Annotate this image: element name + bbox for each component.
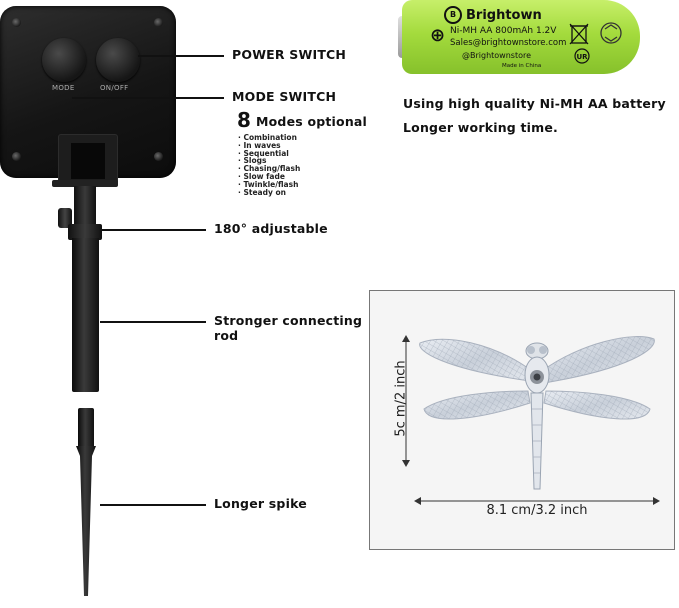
bracket-arm	[74, 186, 96, 228]
mode-switch-label: MODE SWITCH	[232, 89, 337, 104]
height-label: 5c m/2 inch	[393, 360, 409, 437]
mode-button[interactable]	[42, 38, 86, 82]
dragonfly-dimension-box: 5c m/2 inch	[369, 290, 675, 550]
height-dimension-arrow	[402, 335, 410, 467]
list-item: · Chasing/flash	[238, 164, 301, 174]
battery-email: Sales@brightownstore.com	[450, 38, 567, 48]
recycle-icon	[600, 22, 622, 44]
battery: B Brightown ⊕ Ni-MH AA 800mAh 1.2V Sales…	[402, 0, 640, 74]
recycle-bin-icon	[569, 23, 589, 45]
list-item: · Combination	[238, 133, 297, 142]
battery-caption: Using high quality Ni-MH AA battery Long…	[403, 96, 666, 135]
rod-label: Stronger connecting rod	[214, 313, 363, 343]
modes-list: · Combination · In waves · Sequential · …	[238, 134, 300, 196]
mount-bracket	[52, 180, 118, 187]
width-dimension-arrow	[414, 497, 660, 505]
solar-panel-box: MODE ON/OFF	[0, 6, 176, 186]
connecting-rod	[72, 238, 99, 392]
power-button[interactable]	[96, 38, 140, 82]
screw-icon	[12, 152, 21, 161]
spike	[76, 446, 96, 596]
list-item: · Slogs	[238, 156, 267, 166]
certification-mark-icon: UR	[574, 48, 590, 64]
list-item: · Twinkle/flash	[238, 179, 299, 189]
battery-made-in: Made in China	[502, 63, 542, 69]
brand-logo-icon: B	[444, 6, 462, 24]
screw-icon	[154, 152, 163, 161]
list-item: · Sequential	[238, 148, 289, 158]
list-item: · Steady on	[238, 187, 286, 197]
list-item: · Slow fade	[238, 171, 285, 181]
battery-handle: @Brightownstore	[462, 51, 532, 60]
adjustable-label: 180° adjustable	[214, 221, 328, 236]
spike-label: Longer spike	[214, 496, 307, 511]
mode-button-label: MODE	[52, 84, 75, 92]
modes-count: 8	[237, 108, 251, 132]
screw-icon	[154, 18, 163, 27]
list-item: · In waves	[238, 140, 281, 150]
battery-spec: Ni-MH AA 800mAh 1.2V	[450, 26, 557, 36]
spike-top	[78, 408, 94, 448]
battery-brand: Brightown	[466, 7, 542, 23]
dragonfly-icon	[419, 336, 655, 490]
adjust-knob-icon[interactable]	[58, 208, 72, 228]
power-button-label: ON/OFF	[100, 84, 129, 92]
rod-collar	[68, 224, 102, 240]
power-switch-label: POWER SWITCH	[232, 47, 347, 62]
width-label: 8.1 cm/3.2 inch	[486, 503, 588, 518]
screw-icon	[12, 18, 21, 27]
modes-optional-label: Modes optional	[256, 114, 368, 129]
panel-mount-port	[58, 134, 118, 186]
plus-icon: ⊕	[430, 25, 446, 46]
svg-text:UR: UR	[576, 53, 588, 61]
